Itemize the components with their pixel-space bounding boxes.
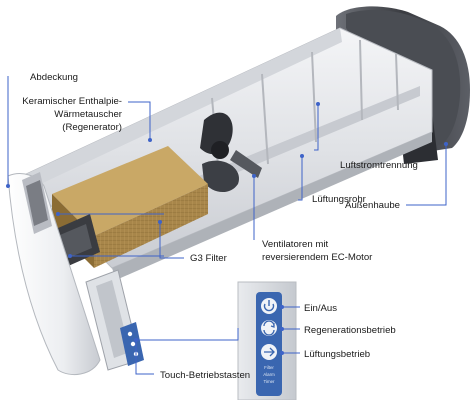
regeneration-icon[interactable] bbox=[261, 320, 277, 336]
panel-text-filter: Filter bbox=[264, 365, 274, 370]
panel-text-alarm: Alarm bbox=[263, 372, 275, 377]
label-outer-hood: Außenhaube bbox=[345, 200, 400, 211]
power-icon[interactable] bbox=[261, 298, 277, 314]
label-ventilation-pipe: Lüftungsrohr bbox=[312, 194, 367, 205]
label-cover: Abdeckung bbox=[30, 72, 78, 83]
label-airflow-separation: Luftstromtrennung bbox=[340, 160, 418, 171]
control-panel-inset: Filter Alarm Timer bbox=[237, 281, 297, 400]
label-heat-exchanger-line3: (Regenerator) bbox=[62, 122, 122, 133]
label-regeneration-mode: Regenerationsbetrieb bbox=[304, 325, 396, 336]
front-cover bbox=[7, 172, 144, 376]
label-touch-buttons: Touch-Betriebstasten bbox=[160, 370, 250, 381]
label-filter: G3 Filter bbox=[190, 253, 228, 264]
ventilation-icon[interactable] bbox=[261, 344, 277, 360]
label-ventilation-mode: Lüftungsbetrieb bbox=[304, 349, 370, 360]
callout-labels: Abdeckung Keramischer Enthalpie- Wärmeta… bbox=[22, 72, 418, 381]
label-heat-exchanger-line1: Keramischer Enthalpie- bbox=[22, 96, 122, 107]
label-heat-exchanger-line2: Wärmetauscher bbox=[54, 109, 123, 120]
fan-assembly bbox=[200, 112, 262, 193]
label-fans-line1: Ventilatoren mit bbox=[262, 239, 328, 250]
label-fans-line2: reversierendem EC-Motor bbox=[262, 252, 373, 263]
label-on-off: Ein/Aus bbox=[304, 303, 337, 314]
panel-text-timer: Timer bbox=[263, 379, 275, 384]
leader-lines bbox=[6, 76, 448, 375]
